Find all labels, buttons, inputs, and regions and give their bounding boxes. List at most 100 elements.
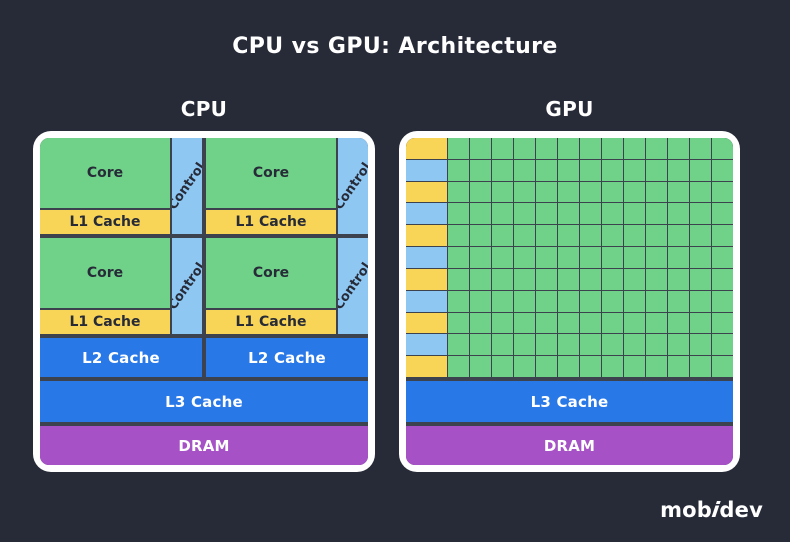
- cpu-quadrant-1: Core L1 Cache Control: [40, 138, 202, 234]
- mobidev-logo: mobidev: [660, 498, 763, 522]
- gpu-core-cell: [536, 203, 557, 225]
- core-block: Core: [40, 238, 170, 308]
- gpu-core-cell: [580, 312, 601, 334]
- gpu-core-cell: [536, 225, 557, 247]
- gpu-core-cell: [580, 356, 601, 377]
- gpu-core-cell: [470, 225, 491, 247]
- gpu-core-cell: [536, 181, 557, 203]
- gpu-core-cell: [646, 181, 667, 203]
- gpu-core-cell: [624, 159, 645, 181]
- gpu-core-cell: [470, 138, 491, 159]
- gpu-core-cell: [470, 290, 491, 312]
- page-title: CPU vs GPU: Architecture: [232, 34, 558, 59]
- gpu-core-cell: [712, 247, 733, 268]
- gpu-core-cell: [448, 356, 469, 377]
- gpu-core-cell: [580, 334, 601, 356]
- l1-cache-block: L1 Cache: [40, 210, 170, 234]
- gpu-scheduler-cell: [406, 247, 447, 268]
- gpu-l3-cache-block: L3 Cache: [406, 381, 733, 422]
- gpu-core-cell: [624, 181, 645, 203]
- gpu-core-cell: [514, 334, 535, 356]
- gpu-core-cell: [536, 312, 557, 334]
- cpu-panel: Core L1 Cache Control Core L1 Cache Cont…: [33, 131, 375, 472]
- cpu-quadrant-4-left: Core L1 Cache: [206, 238, 336, 334]
- gpu-core-cell: [690, 203, 711, 225]
- gpu-core-cell: [470, 268, 491, 290]
- l2-cache-block: L2 Cache: [40, 338, 202, 377]
- control-label: Control: [172, 259, 202, 313]
- gpu-core-cell: [448, 334, 469, 356]
- gpu-core-cell: [492, 203, 513, 225]
- gpu-core-cell: [690, 159, 711, 181]
- gpu-core-cell: [580, 225, 601, 247]
- gpu-core-cell: [558, 268, 579, 290]
- gpu-core-cell: [624, 334, 645, 356]
- gpu-scheduler-cell: [406, 203, 447, 225]
- gpu-core-cell: [536, 334, 557, 356]
- control-label: Control: [338, 259, 368, 313]
- gpu-core-cell: [690, 225, 711, 247]
- gpu-core-cell: [646, 138, 667, 159]
- gpu-core-cell: [514, 181, 535, 203]
- gpu-core-cell: [514, 225, 535, 247]
- gpu-scheduler-cell: [406, 356, 447, 377]
- gpu-core-cell: [690, 312, 711, 334]
- gpu-core-cell: [470, 247, 491, 268]
- gpu-core-cell: [448, 159, 469, 181]
- gpu-scheduler-cell: [406, 290, 447, 312]
- gpu-core-cell: [448, 312, 469, 334]
- gpu-core-cell: [690, 356, 711, 377]
- l2-cache-block: L2 Cache: [206, 338, 368, 377]
- gpu-scheduler-cell: [406, 334, 447, 356]
- gpu-core-cell: [646, 356, 667, 377]
- core-block: Core: [206, 138, 336, 208]
- gpu-core-cell: [558, 334, 579, 356]
- gpu-core-cell: [514, 290, 535, 312]
- gpu-core-cell: [602, 159, 623, 181]
- gpu-core-cell: [646, 225, 667, 247]
- gpu-core-cell: [492, 159, 513, 181]
- gpu-core-cell: [646, 203, 667, 225]
- gpu-core-cell: [536, 356, 557, 377]
- control-block: Control: [172, 238, 202, 334]
- gpu-core-cell: [470, 356, 491, 377]
- cpu-l2-row: L2 Cache L2 Cache: [40, 338, 368, 377]
- control-label: Control: [338, 159, 368, 213]
- gpu-core-cell: [712, 312, 733, 334]
- gpu-core-cell: [558, 225, 579, 247]
- gpu-core-cell: [646, 290, 667, 312]
- gpu-core-cell: [448, 247, 469, 268]
- gpu-core-cell: [514, 159, 535, 181]
- gpu-core-cell: [580, 268, 601, 290]
- gpu-core-cell: [668, 247, 689, 268]
- gpu-core-cell: [668, 290, 689, 312]
- cpu-quadrant-row-top: Core L1 Cache Control Core L1 Cache Cont…: [40, 138, 368, 234]
- gpu-core-cell: [558, 312, 579, 334]
- gpu-core-cell: [602, 247, 623, 268]
- cpu-quadrant-4: Core L1 Cache Control: [206, 238, 368, 334]
- gpu-core-cell: [668, 181, 689, 203]
- gpu-core-cell: [602, 356, 623, 377]
- gpu-core-cell: [668, 312, 689, 334]
- gpu-scheduler-cell: [406, 138, 447, 159]
- gpu-core-cell: [514, 247, 535, 268]
- gpu-core-cell: [690, 290, 711, 312]
- gpu-core-cell: [558, 138, 579, 159]
- gpu-core-cell: [492, 138, 513, 159]
- gpu-core-cell: [580, 203, 601, 225]
- cpu-quadrant-1-left: Core L1 Cache: [40, 138, 170, 234]
- mobidev-logo-part1: mob: [660, 498, 713, 522]
- gpu-core-cell: [668, 203, 689, 225]
- gpu-core-cell: [492, 268, 513, 290]
- gpu-core-cell: [602, 312, 623, 334]
- cpu-l3-cache-block: L3 Cache: [40, 381, 368, 422]
- gpu-core-cell: [514, 268, 535, 290]
- gpu-core-cell: [492, 225, 513, 247]
- gpu-core-cell: [624, 356, 645, 377]
- gpu-core-cell: [580, 138, 601, 159]
- gpu-core-cell: [580, 290, 601, 312]
- control-label: Control: [172, 159, 202, 213]
- gpu-core-cell: [712, 290, 733, 312]
- cpu-quadrant-3-left: Core L1 Cache: [40, 238, 170, 334]
- cpu-panel-label: CPU: [180, 97, 228, 121]
